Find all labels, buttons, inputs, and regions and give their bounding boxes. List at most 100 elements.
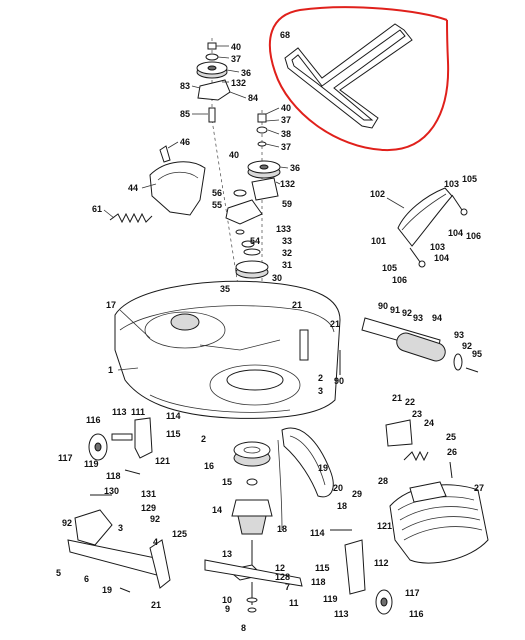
callout-115[interactable]: 115 [315, 563, 330, 573]
callout-115[interactable]: 115 [166, 429, 181, 439]
callout-14[interactable]: 14 [212, 505, 222, 515]
callout-56[interactable]: 56 [212, 188, 222, 198]
callout-85[interactable]: 85 [180, 109, 190, 119]
callout-125[interactable]: 125 [172, 529, 187, 539]
callout-1[interactable]: 1 [108, 365, 113, 375]
callout-31[interactable]: 31 [282, 260, 292, 270]
callout-13[interactable]: 13 [222, 549, 232, 559]
callout-25[interactable]: 25 [446, 432, 456, 442]
callout-118[interactable]: 118 [106, 471, 121, 481]
callout-54[interactable]: 54 [250, 236, 260, 246]
callout-94[interactable]: 94 [432, 313, 442, 323]
callout-38[interactable]: 38 [281, 129, 291, 139]
callout-22[interactable]: 22 [405, 397, 415, 407]
callout-113[interactable]: 113 [112, 407, 127, 417]
discharge-chute-27[interactable] [389, 481, 489, 564]
callout-117[interactable]: 117 [405, 588, 420, 598]
callout-16[interactable]: 16 [204, 461, 214, 471]
callout-36[interactable]: 36 [290, 163, 300, 173]
callout-26[interactable]: 26 [447, 447, 457, 457]
callout-132[interactable]: 132 [280, 179, 295, 189]
callout-93[interactable]: 93 [454, 330, 464, 340]
callout-4[interactable]: 4 [153, 537, 158, 547]
callout-112[interactable]: 112 [374, 558, 389, 568]
callout-15[interactable]: 15 [222, 477, 232, 487]
callout-128[interactable]: 128 [275, 572, 290, 582]
callout-106[interactable]: 106 [392, 275, 407, 285]
callout-61[interactable]: 61 [92, 204, 102, 214]
callout-129[interactable]: 129 [141, 503, 156, 513]
callout-121[interactable]: 121 [155, 456, 170, 466]
callout-91[interactable]: 91 [390, 305, 400, 315]
callout-55[interactable]: 55 [212, 200, 222, 210]
callout-37[interactable]: 37 [231, 54, 241, 64]
callout-113[interactable]: 113 [334, 609, 349, 619]
callout-114[interactable]: 114 [166, 411, 181, 421]
callout-37[interactable]: 37 [281, 142, 291, 152]
callout-7[interactable]: 7 [285, 582, 290, 592]
callout-8[interactable]: 8 [241, 623, 246, 633]
callout-103[interactable]: 103 [430, 242, 445, 252]
callout-30[interactable]: 30 [272, 273, 282, 283]
callout-28[interactable]: 28 [378, 476, 388, 486]
callout-83[interactable]: 83 [180, 81, 190, 91]
callout-2[interactable]: 2 [201, 434, 206, 444]
callout-93[interactable]: 93 [413, 313, 423, 323]
callout-92[interactable]: 92 [402, 308, 412, 318]
belt-part-68[interactable] [284, 23, 413, 129]
callout-18[interactable]: 18 [277, 524, 287, 534]
callout-21[interactable]: 21 [151, 600, 161, 610]
callout-90[interactable]: 90 [334, 376, 344, 386]
callout-24[interactable]: 24 [424, 418, 434, 428]
callout-92[interactable]: 92 [62, 518, 72, 528]
callout-10[interactable]: 10 [222, 595, 232, 605]
callout-119[interactable]: 119 [323, 594, 338, 604]
callout-46[interactable]: 46 [180, 137, 190, 147]
callout-33[interactable]: 33 [282, 236, 292, 246]
callout-102[interactable]: 102 [370, 189, 385, 199]
callout-92[interactable]: 92 [150, 514, 160, 524]
callout-19[interactable]: 19 [102, 585, 112, 595]
callout-11[interactable]: 11 [289, 598, 299, 608]
callout-118[interactable]: 118 [311, 577, 326, 587]
callout-95[interactable]: 95 [472, 349, 482, 359]
callout-29[interactable]: 29 [352, 489, 362, 499]
callout-105[interactable]: 105 [462, 174, 477, 184]
callout-104[interactable]: 104 [434, 253, 449, 263]
callout-19[interactable]: 19 [318, 463, 328, 473]
callout-116[interactable]: 116 [86, 415, 101, 425]
callout-116[interactable]: 116 [409, 609, 424, 619]
callout-21[interactable]: 21 [292, 300, 302, 310]
callout-2[interactable]: 2 [318, 373, 323, 383]
callout-84[interactable]: 84 [248, 93, 258, 103]
callout-21[interactable]: 21 [392, 393, 402, 403]
callout-59[interactable]: 59 [282, 199, 292, 209]
callout-132[interactable]: 132 [231, 78, 246, 88]
callout-37[interactable]: 37 [281, 115, 291, 125]
callout-105[interactable]: 105 [382, 263, 397, 273]
callout-40[interactable]: 40 [229, 150, 239, 160]
callout-20[interactable]: 20 [333, 483, 343, 493]
callout-92[interactable]: 92 [462, 341, 472, 351]
callout-106[interactable]: 106 [466, 231, 481, 241]
callout-44[interactable]: 44 [128, 183, 138, 193]
callout-40[interactable]: 40 [281, 103, 291, 113]
callout-3[interactable]: 3 [318, 386, 323, 396]
callout-40[interactable]: 40 [231, 42, 241, 52]
callout-6[interactable]: 6 [84, 574, 89, 584]
callout-3[interactable]: 3 [118, 523, 123, 533]
callout-131[interactable]: 131 [141, 489, 156, 499]
callout-21[interactable]: 21 [330, 319, 340, 329]
callout-9[interactable]: 9 [225, 604, 230, 614]
callout-103[interactable]: 103 [444, 179, 459, 189]
callout-36[interactable]: 36 [241, 68, 251, 78]
callout-117[interactable]: 117 [58, 453, 73, 463]
callout-5[interactable]: 5 [56, 568, 61, 578]
callout-23[interactable]: 23 [412, 409, 422, 419]
callout-101[interactable]: 101 [371, 236, 386, 246]
callout-104[interactable]: 104 [448, 228, 463, 238]
callout-27[interactable]: 27 [474, 483, 484, 493]
callout-121[interactable]: 121 [377, 521, 392, 531]
callout-119[interactable]: 119 [84, 459, 99, 469]
callout-133[interactable]: 133 [276, 224, 291, 234]
